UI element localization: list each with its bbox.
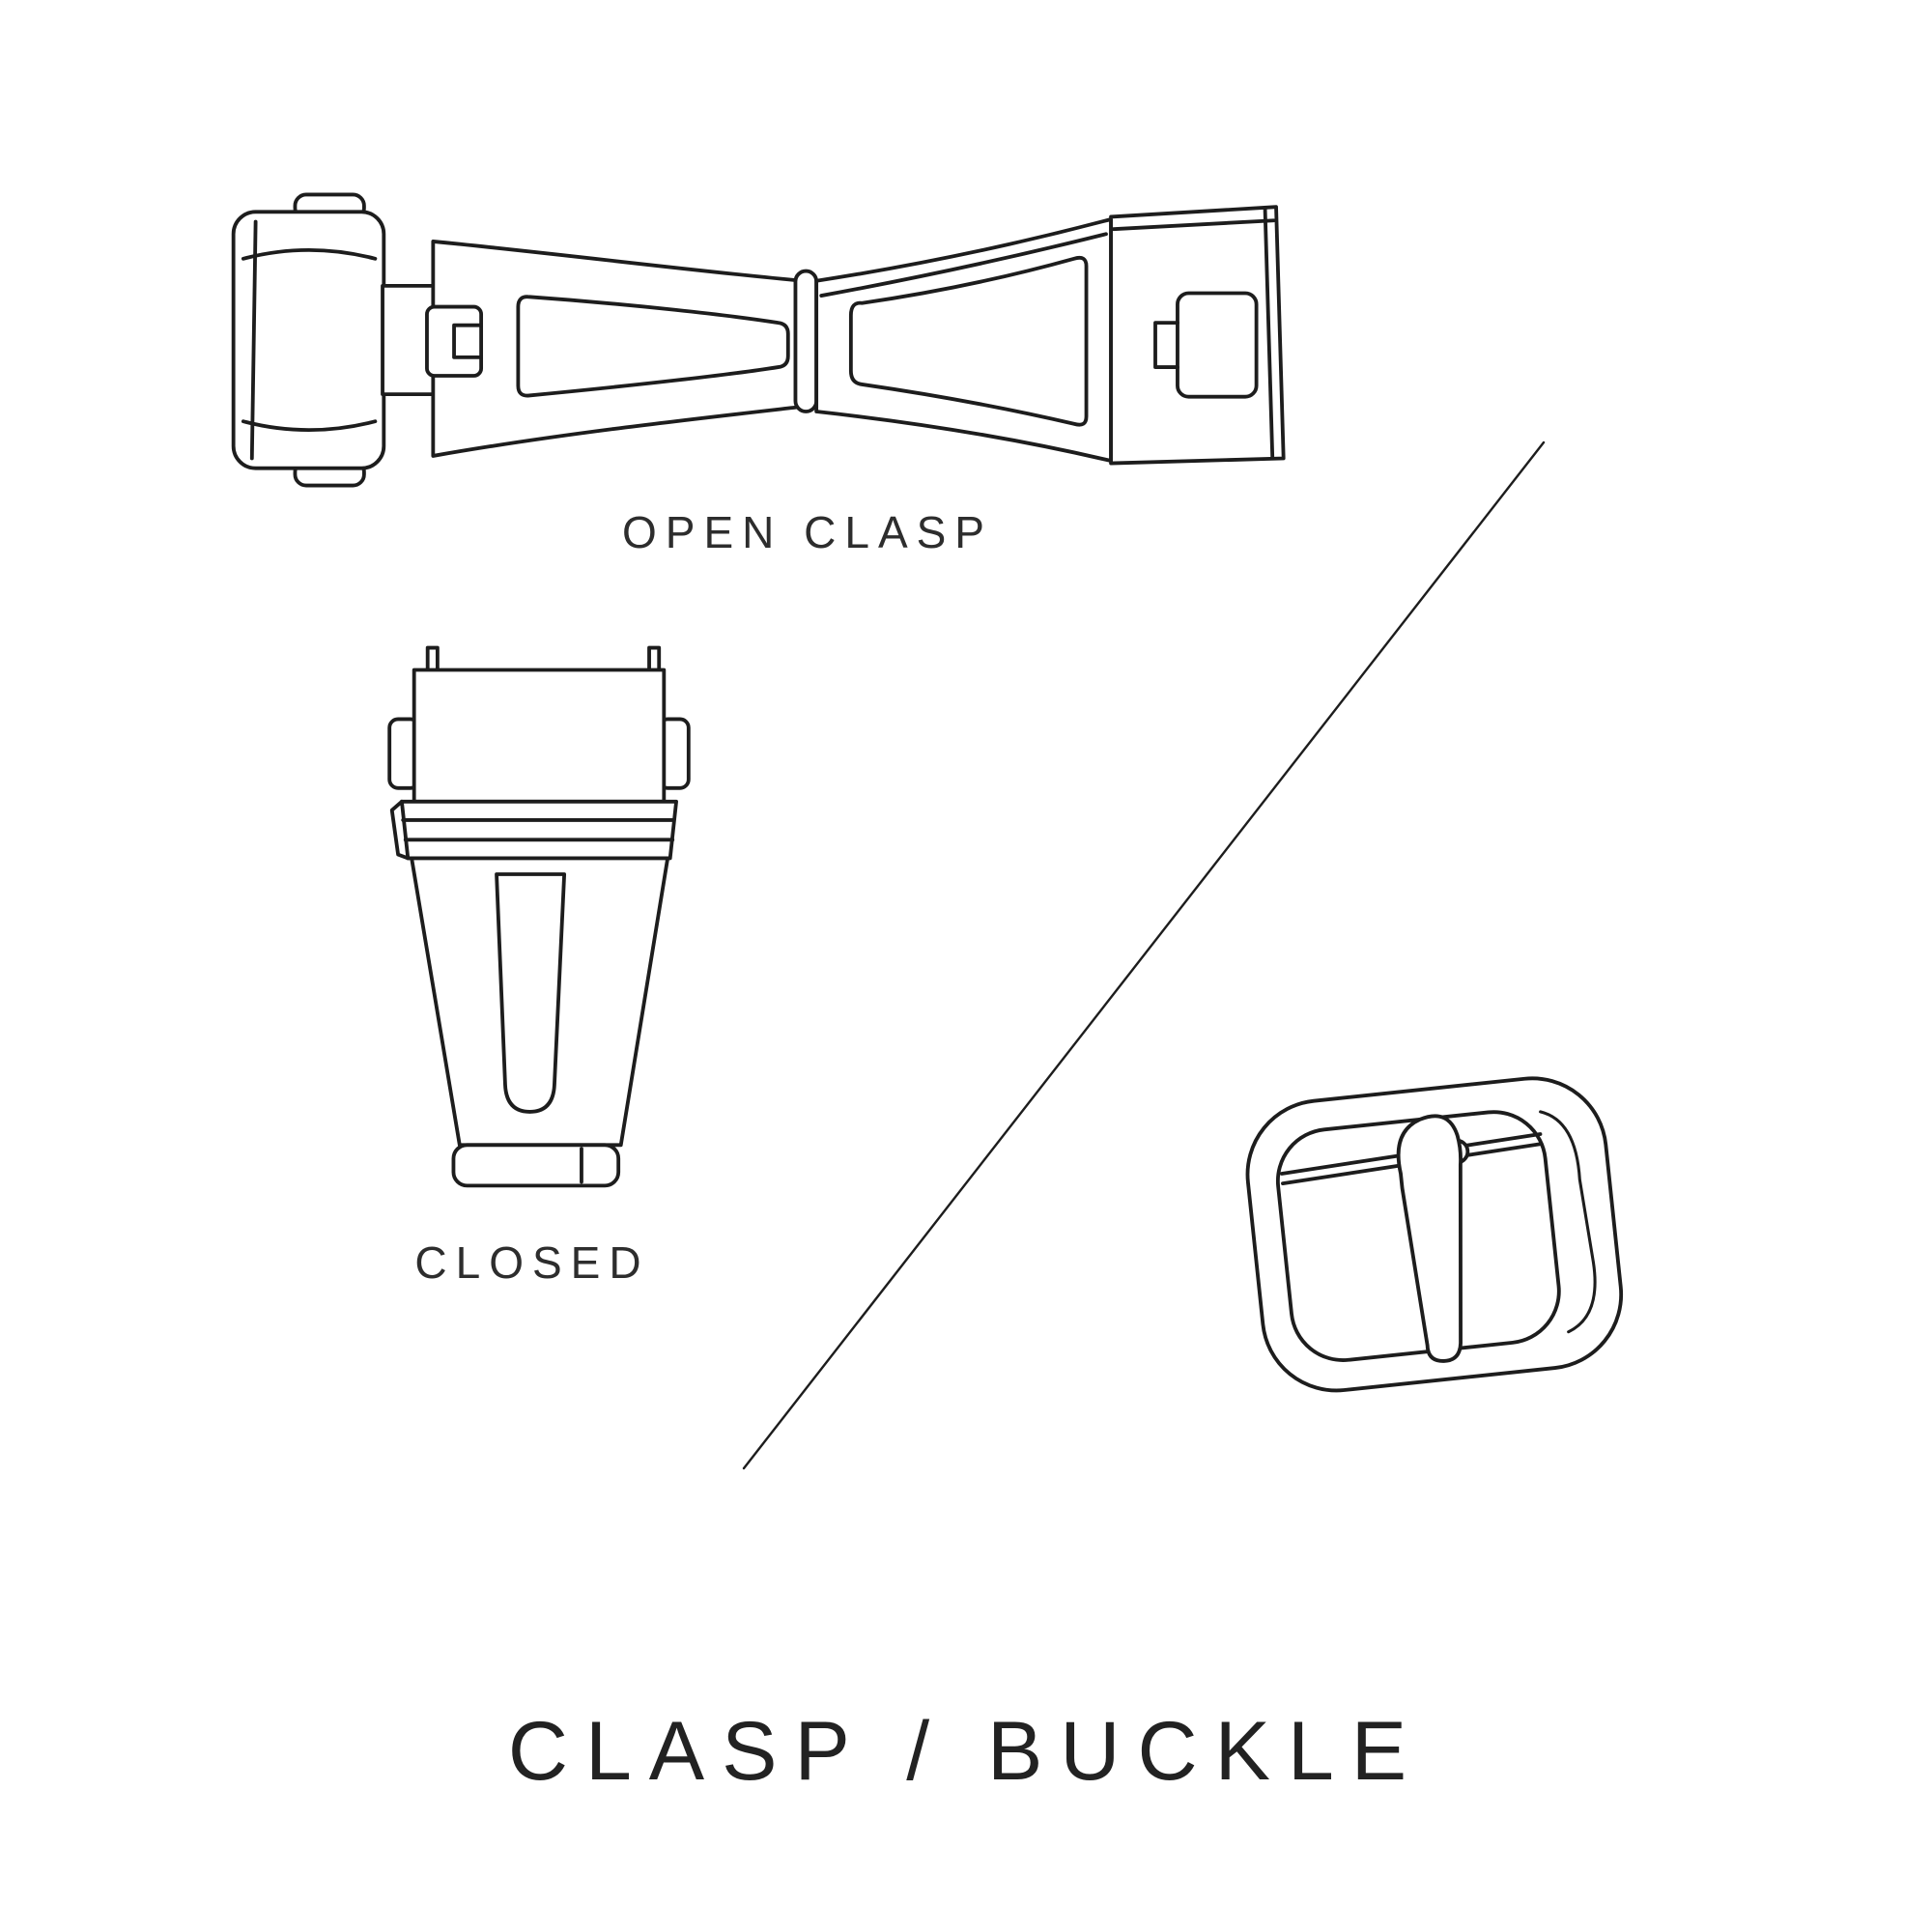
band-section bbox=[400, 799, 678, 861]
buckle-illustration bbox=[1223, 1057, 1648, 1427]
buckle-drawing bbox=[1245, 1076, 1624, 1393]
divider-line bbox=[734, 433, 1555, 1476]
right-arm bbox=[814, 217, 1113, 463]
buckle-prong bbox=[1396, 1114, 1463, 1363]
left-arm bbox=[431, 240, 806, 458]
closed-clasp-caption: CLOSED bbox=[414, 1237, 650, 1288]
divider-drawing bbox=[742, 440, 1546, 1470]
clasp-body bbox=[410, 856, 670, 1148]
closed-clasp-drawing bbox=[387, 645, 691, 1188]
hinge bbox=[793, 269, 819, 413]
end-link bbox=[451, 1143, 621, 1188]
clasp-cover bbox=[412, 668, 667, 804]
end-plate bbox=[1109, 205, 1286, 466]
page-title: CLASP / BUCKLE bbox=[507, 1705, 1425, 1798]
open-clasp-illustration bbox=[226, 180, 1298, 500]
open-clasp-drawing bbox=[231, 192, 1286, 488]
open-clasp-caption: OPEN CLASP bbox=[622, 507, 993, 557]
closed-clasp-illustration bbox=[376, 645, 702, 1193]
